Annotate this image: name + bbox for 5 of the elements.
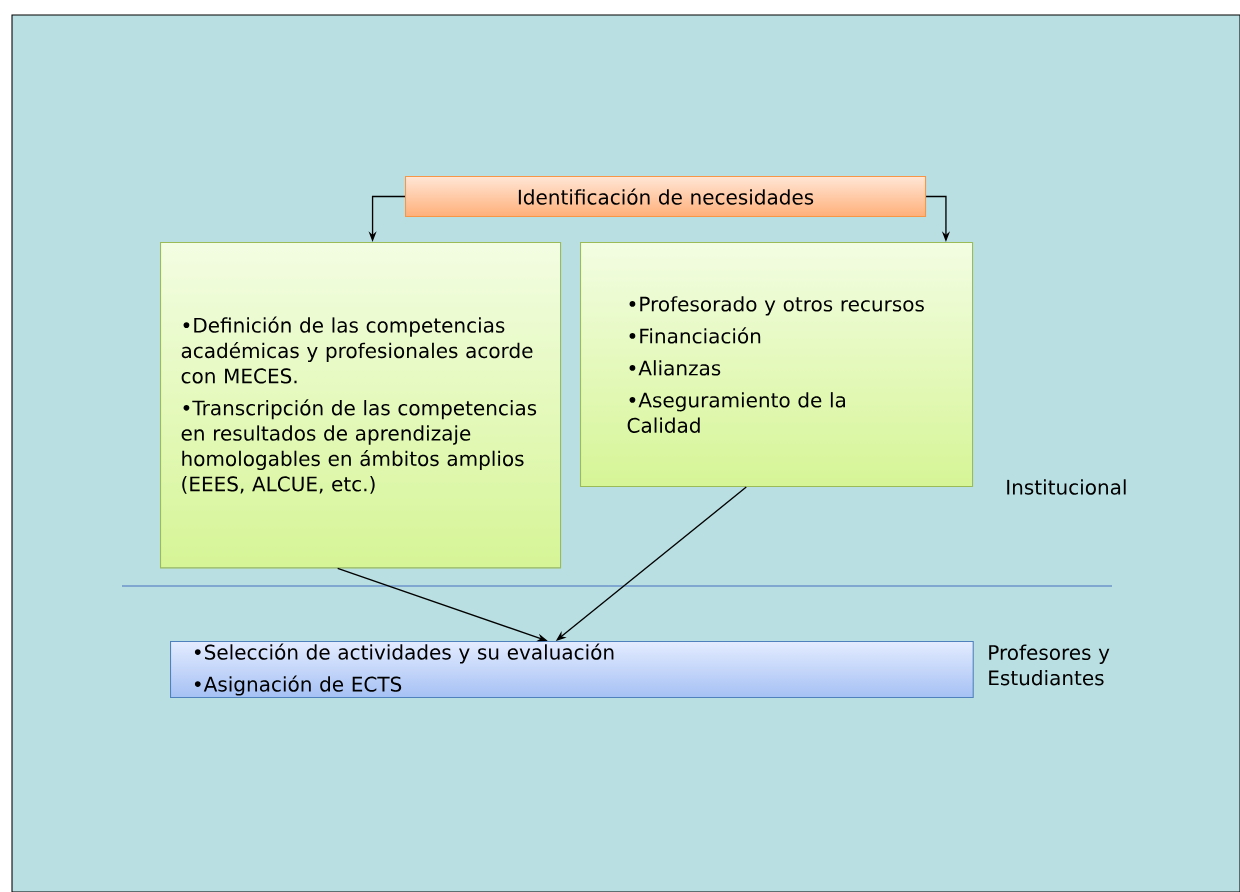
side-label: Institucional: [1007, 479, 1126, 495]
heading-box: Identificación de necesidades: [405, 176, 927, 218]
text-box: •Profesorado y otros recursos •Financiación •Alianzas •Aseguramiento de la Calidad: [580, 242, 974, 488]
text-box: •Selección de actividades y su evaluación •Asignación de ECTS: [170, 641, 974, 699]
text-box: •Definición de las competencias académicas y profesionales acorde con MECES. •Transcripción de las competencias en resultados de aprendizaje homologables en ámbitos amplios (EEES, ALCUE, etc.): [160, 242, 562, 569]
